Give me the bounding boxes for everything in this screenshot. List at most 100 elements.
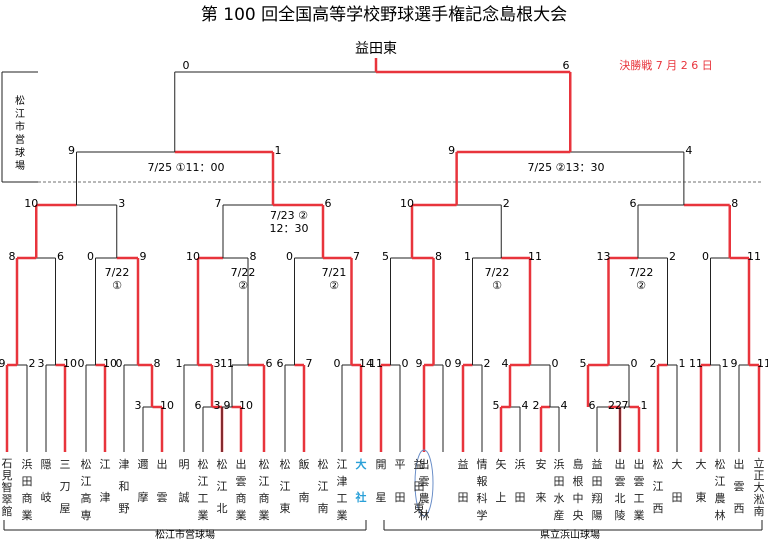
team-name-char: 浜	[22, 458, 33, 471]
team-name-char: 益	[414, 457, 425, 471]
r1-match-7-score-right: 1	[641, 399, 648, 412]
team-name-char: 邇	[138, 458, 149, 471]
team-name-char: 業	[198, 509, 209, 522]
team-name-char: 江	[715, 475, 726, 488]
champion-name: 益田東	[355, 41, 397, 57]
team-name-char: 業	[236, 509, 247, 522]
r1-match-4-score-left: 5	[493, 399, 500, 412]
team-name-char: 江	[280, 480, 291, 493]
r2-match-7-score-left: 6	[277, 357, 284, 370]
round-note-r2-right-game: ②	[329, 279, 339, 292]
r3-match-8-score-right: 11	[747, 250, 761, 263]
r2-match-1-score-right: 2	[29, 357, 36, 370]
team-name-char: 翔	[592, 491, 603, 505]
final-date: 決勝戦 7 月 2 6 日	[619, 58, 712, 72]
team-name-char: 雲	[236, 475, 247, 488]
team-name-char: 西	[653, 502, 664, 515]
team-name-char: 南	[754, 505, 765, 518]
team-name-char: 浜	[515, 458, 526, 471]
r1-match-1-score-right: 10	[160, 399, 174, 412]
venue-bottom-right: 県立浜山球場	[540, 528, 600, 541]
team-name-char: 田	[592, 475, 603, 488]
team-name-char: 工	[337, 492, 348, 505]
r2-match-6-score-right: 6	[266, 357, 273, 370]
r2-match-12-score-right: 0	[552, 357, 559, 370]
team-name-char: 業	[259, 509, 270, 522]
team-name-char: 商	[236, 491, 247, 505]
r2-match-9-score-right: 0	[402, 357, 409, 370]
r2-match-10-score-right: 0	[445, 357, 452, 370]
r2-match-13-score-right: 0	[631, 357, 638, 370]
r2-match-4-score-left: 0	[116, 357, 123, 370]
venue-left-vertical-char: 営	[15, 133, 25, 146]
r2-match-10-score-left: 9	[416, 357, 423, 370]
team-name-char: 江	[337, 458, 348, 471]
r2-match-15-score-right: 1	[722, 357, 729, 370]
r2-match-1-score-left: 9	[0, 357, 6, 370]
r2-match-15-score-left: 11	[689, 357, 703, 370]
team-name-char: 工	[198, 492, 209, 505]
team-name-char: 立	[754, 456, 765, 470]
team-name-char: 工	[634, 492, 645, 505]
round-note-r3-time: 12：30	[270, 222, 309, 235]
team-name-char: 江	[198, 475, 209, 488]
team-name-char: 江	[217, 480, 228, 493]
round-note-r2-r2-date: 7/22	[629, 266, 654, 279]
team-name-char: 央	[573, 509, 584, 522]
r2-match-16-score-left: 9	[731, 357, 738, 370]
r3-match-3-score-right: 8	[250, 250, 257, 263]
r2-match-5-score-left: 1	[176, 357, 183, 370]
team-name-char: 野	[119, 502, 130, 515]
r2-match-3-score-right: 10	[103, 357, 117, 370]
r2-match-2-score-right: 10	[63, 357, 77, 370]
team-name-char: 正	[754, 469, 765, 482]
semi-note-right: 7/25 ②13：30	[527, 161, 604, 174]
round-note-r2-r2-game: ②	[636, 279, 646, 292]
team-name-char: 雲	[734, 480, 745, 493]
team-name-char: 北	[217, 502, 228, 515]
r3-match-7-score-right: 2	[669, 250, 676, 263]
team-name-char: 淞	[754, 493, 765, 506]
r3-match-6-score-left: 1	[464, 250, 471, 263]
final-score-right: 6	[563, 59, 570, 72]
r3-match-1-score-right: 6	[57, 250, 64, 263]
team-name-char: 東	[414, 502, 425, 515]
venue-left-vertical-char: 球	[15, 146, 25, 159]
team-name-char: 陵	[615, 509, 626, 522]
team-name-char: 江	[653, 480, 664, 493]
qf-match-1-score-left: 10	[24, 197, 38, 210]
team-name-char: 雲	[157, 491, 168, 504]
team-name-char: 業	[337, 509, 348, 522]
r1-match-2-score-left: 6	[195, 399, 202, 412]
r2-match-14-score-left: 2	[650, 357, 657, 370]
r3-match-5-score-right: 8	[435, 250, 442, 263]
r2-match-16-score-right: 11	[757, 357, 768, 370]
team-name-char: 林	[715, 508, 726, 522]
team-name-char: 出	[419, 457, 430, 471]
round-note-r2-mid-date: 7/22	[231, 266, 256, 279]
qf-match-3-score-right: 2	[503, 197, 510, 210]
team-name-char: 田	[515, 491, 526, 504]
team-name-char: 田	[395, 491, 406, 504]
r3-match-5-score-left: 5	[382, 250, 389, 263]
team-name-char: 開	[376, 458, 387, 471]
r1-match-1-score-left: 3	[135, 399, 142, 412]
venue-left-vertical-char: 松	[15, 94, 25, 107]
r2-match-3-score-left: 0	[78, 357, 85, 370]
r2-match-6-score-left: 11	[220, 357, 234, 370]
team-name-char: 屋	[60, 502, 71, 515]
final-score-left: 0	[183, 59, 190, 72]
team-name-char: 智	[2, 480, 13, 494]
team-name-char: 三	[60, 458, 71, 471]
team-name-char: 津	[119, 458, 130, 471]
team-name-char: 大	[672, 457, 683, 471]
team-name-char: 商	[259, 491, 270, 505]
venue-bottom-left: 松江市営球場	[155, 528, 215, 541]
team-name-char: 雲	[634, 475, 645, 488]
team-name-char: 松	[280, 457, 291, 471]
team-name-char: 松	[318, 457, 329, 471]
team-name-char: 南	[318, 502, 329, 515]
team-name-char: 島	[573, 457, 584, 471]
